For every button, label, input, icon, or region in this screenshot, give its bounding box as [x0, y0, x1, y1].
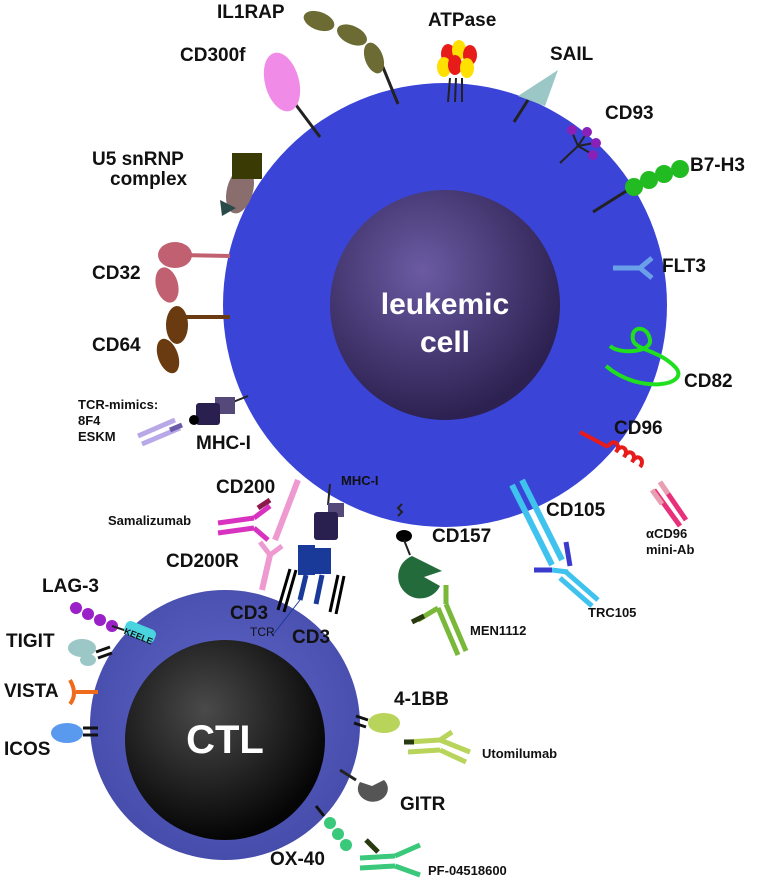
label-4-1bb: 4-1BB	[394, 689, 449, 710]
men1112-antibody	[410, 585, 469, 656]
label-cd82: CD82	[684, 371, 733, 392]
il1rap-receptor	[303, 10, 400, 105]
label-tcr-mimics-1: TCR-mimics:	[78, 397, 159, 412]
label-cd300f: CD300f	[180, 45, 246, 66]
cd93-receptor	[559, 125, 601, 164]
icos-receptor	[51, 723, 98, 743]
leukemic-cell-label-1: leukemic	[380, 288, 510, 321]
cd96-receptor	[579, 430, 644, 469]
label-cd96: CD96	[614, 418, 663, 439]
label-cd200: CD200	[216, 477, 276, 498]
cd32-receptor	[155, 242, 231, 303]
label-cd93: CD93	[605, 103, 654, 124]
label-u5-line2: complex	[110, 169, 188, 190]
label-acd96-2: mini-Ab	[646, 542, 695, 557]
lag3-receptor	[70, 602, 156, 643]
ctl-cell	[90, 590, 360, 860]
cd82-receptor	[604, 326, 681, 387]
flt3-receptor	[613, 256, 654, 280]
label-cd157: CD157	[432, 526, 492, 547]
tigit-receptor	[68, 639, 113, 666]
label-flt3: FLT3	[662, 256, 706, 277]
mhc1-center-complex	[314, 483, 344, 540]
leukemic-cell	[223, 83, 667, 527]
b7h3-receptor	[592, 160, 689, 214]
label-u5-line1: U5 snRNP	[92, 149, 184, 170]
label-ox40: OX-40	[270, 849, 325, 870]
label-cd3-right: CD3	[292, 627, 331, 648]
tcr-cd3-complex	[271, 545, 346, 637]
vista-receptor	[68, 679, 98, 706]
ctl-cell-label: CTL	[186, 718, 264, 762]
label-acd96-1: αCD96	[646, 526, 688, 541]
label-lag3: LAG-3	[42, 576, 99, 597]
cd200-receptor	[272, 478, 301, 542]
label-mhc1-center: MHC-I	[341, 473, 379, 488]
sail-receptor	[512, 70, 558, 123]
tcr-mimic-antibodies	[137, 417, 183, 447]
mhc1-left-complex	[189, 395, 249, 425]
cd300f-receptor	[263, 52, 322, 138]
pf-04518600-antibody	[359, 838, 422, 878]
label-pf-04518600: PF-04518600	[428, 863, 507, 878]
trc105-antibody	[534, 541, 600, 608]
label-tigit: TIGIT	[6, 631, 55, 652]
label-cd3-left: CD3	[230, 603, 269, 624]
label-cd32: CD32	[92, 263, 141, 284]
label-il1rap: IL1RAP	[217, 2, 285, 23]
u5-snrnp-complex	[220, 153, 262, 216]
atpase-complex	[437, 40, 477, 103]
label-b7h3: B7-H3	[690, 155, 745, 176]
cd64-receptor	[156, 306, 230, 374]
label-mhc1-left: MHC-I	[196, 433, 251, 454]
label-tcr: TCR	[250, 625, 275, 639]
label-atpase: ATPase	[428, 10, 497, 31]
4-1bb-receptor	[353, 713, 400, 733]
cd157-receptor	[396, 503, 442, 599]
label-vista: VISTA	[4, 681, 59, 702]
label-cd105: CD105	[546, 500, 606, 521]
label-men1112: MEN1112	[470, 623, 527, 638]
label-trc105: TRC105	[588, 605, 637, 620]
cd105-receptor	[509, 478, 565, 567]
label-tcr-mimics-2: 8F4	[78, 413, 101, 428]
label-cd200r: CD200R	[166, 551, 239, 572]
label-utomilumab: Utomilumab	[482, 746, 558, 761]
cd200r-receptor	[258, 540, 284, 591]
gitr-receptor	[339, 768, 388, 802]
ctl-nucleus	[125, 640, 325, 840]
label-samalizumab: Samalizumab	[108, 513, 192, 528]
label-tcr-mimics-3: ESKM	[78, 429, 116, 444]
acd96-mini-antibody	[649, 480, 689, 528]
leukemic-cell-label-2: cell	[419, 326, 471, 359]
leukemic-nucleus	[330, 190, 560, 420]
label-cd64: CD64	[92, 335, 141, 356]
label-sail: SAIL	[550, 44, 594, 65]
ox40-receptor	[314, 805, 352, 851]
label-icos: ICOS	[4, 739, 51, 760]
utomilumab-antibody	[404, 729, 471, 765]
samalizumab-antibody	[217, 497, 272, 542]
label-gitr: GITR	[400, 794, 446, 815]
